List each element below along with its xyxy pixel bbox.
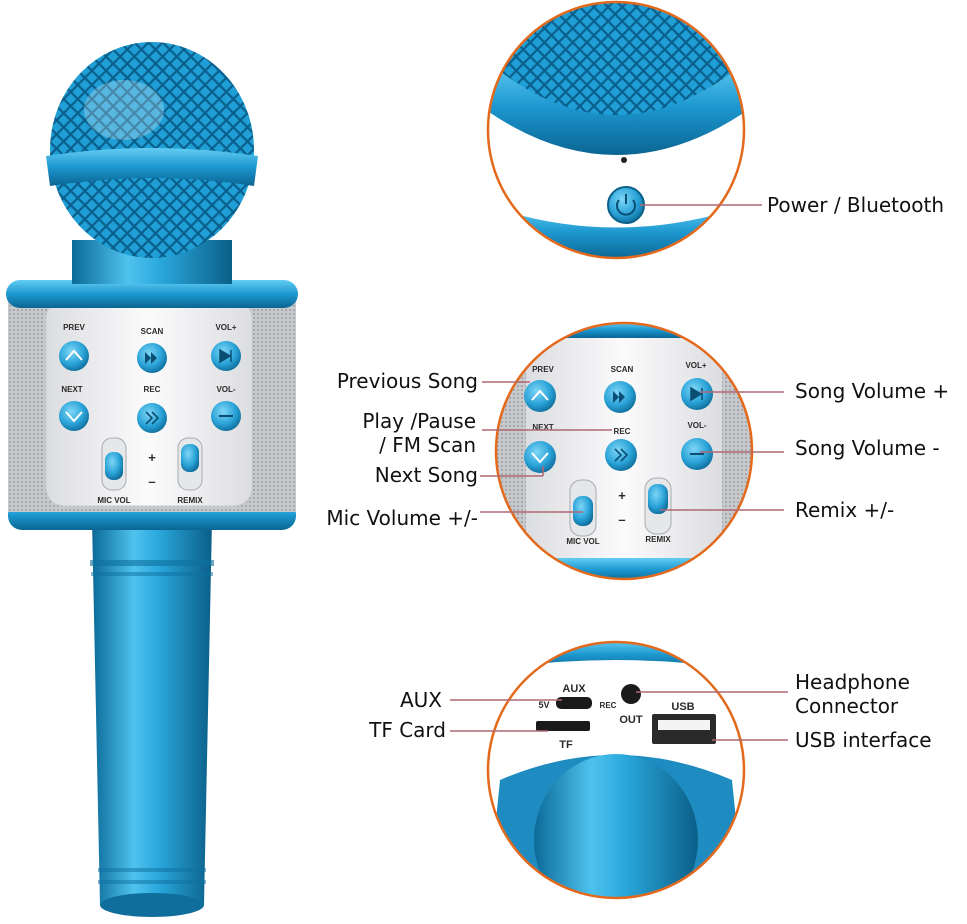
rec-button-label: REC <box>144 385 161 394</box>
leader-lines <box>450 204 788 741</box>
detail-control-panel: PREV SCAN VOL+ NEXT REC VOL- + – MIC VOL <box>494 321 754 581</box>
detail-vol-up-label: VOL+ <box>685 361 706 370</box>
callout-tf-card: TF Card <box>369 718 446 742</box>
microphone-main: PREV SCAN VOL+ NEXT REC VOL- + – MIC <box>6 42 298 917</box>
prev-button-label: PREV <box>63 323 85 332</box>
detail-scan-label: SCAN <box>611 365 634 374</box>
remix-slider[interactable] <box>181 444 199 472</box>
callout-aux: AUX <box>399 688 442 712</box>
callout-usb-interface: USB interface <box>795 728 932 752</box>
chevron-up-icon <box>65 349 83 361</box>
callout-previous-song: Previous Song <box>336 369 478 393</box>
callout-song-volume-down: Song Volume - <box>795 436 940 460</box>
detail-power-button <box>486 0 746 260</box>
detail-vol-down-label: VOL- <box>687 421 706 430</box>
aux-micro-usb-port[interactable] <box>556 697 592 709</box>
callout-song-volume-up: Song Volume + <box>795 379 950 403</box>
callout-play-pause-line1: Play /Pause <box>362 409 476 433</box>
panel-buttons: PREV SCAN VOL+ NEXT REC VOL- + – MIC <box>59 323 241 505</box>
callout-headphone-connector: Headphone Connector <box>795 670 910 718</box>
aux-port-label: AUX <box>562 683 586 695</box>
detail-remix-label: REMIX <box>645 535 671 544</box>
detail-next-label: NEXT <box>532 423 553 432</box>
usb-port-label: USB <box>671 701 694 713</box>
detail-mic-vol-slider[interactable] <box>573 496 593 526</box>
detail-rec-label: REC <box>614 427 631 436</box>
five-volt-label: 5V <box>538 700 549 710</box>
record-icon <box>145 411 160 425</box>
next-button-label: NEXT <box>61 385 82 394</box>
minus-sign: – <box>148 474 155 489</box>
callout-headphone-line2: Connector <box>795 694 899 718</box>
vol-down-button-label: VOL- <box>216 385 235 394</box>
fast-forward-icon <box>613 391 625 403</box>
detail-remix-slider[interactable] <box>648 484 668 514</box>
detail-ports: AUX 5V REC OUT TF USB <box>486 640 746 900</box>
microphone-handle <box>90 520 214 917</box>
detail-next-button[interactable] <box>524 441 556 473</box>
callout-play-pause-line2: / FM Scan <box>379 433 476 457</box>
chevron-up-icon <box>531 389 549 401</box>
callout-remix: Remix +/- <box>795 498 895 522</box>
mic-vol-label: MIC VOL <box>97 496 130 505</box>
detail-plus-sign: + <box>618 488 626 503</box>
callout-next-song: Next Song <box>374 463 478 487</box>
fast-forward-icon <box>145 352 157 364</box>
next-button[interactable] <box>59 401 89 431</box>
play-next-icon <box>219 348 232 364</box>
callout-mic-volume: Mic Volume +/- <box>326 506 478 530</box>
play-next-icon <box>690 386 703 402</box>
prev-button[interactable] <box>59 341 89 371</box>
out-port-label: OUT <box>619 714 643 726</box>
detail-minus-sign: – <box>618 512 625 527</box>
microphone-head <box>46 42 258 258</box>
chevron-down-icon <box>531 452 549 464</box>
chevron-down-icon <box>65 411 83 423</box>
tf-card-slot[interactable] <box>536 721 590 731</box>
detail-prev-label: PREV <box>532 365 554 374</box>
remix-label: REMIX <box>177 496 203 505</box>
callout-headphone-line1: Headphone <box>795 670 910 694</box>
rec-port-label: REC <box>600 701 617 710</box>
power-icon <box>616 194 636 216</box>
detail-prev-button[interactable] <box>524 380 556 412</box>
power-button[interactable] <box>607 186 645 224</box>
detail-mic-vol-label: MIC VOL <box>566 537 599 546</box>
callout-play-pause: Play /Pause / FM Scan <box>302 409 476 457</box>
record-icon <box>614 448 629 462</box>
callout-power-bluetooth: Power / Bluetooth <box>767 193 945 217</box>
mic-vol-slider[interactable] <box>105 452 123 480</box>
plus-sign: + <box>148 450 156 465</box>
scan-button-label: SCAN <box>141 327 164 336</box>
vol-up-button-label: VOL+ <box>215 323 236 332</box>
headphone-jack[interactable] <box>621 684 641 704</box>
tf-port-label: TF <box>559 739 573 751</box>
